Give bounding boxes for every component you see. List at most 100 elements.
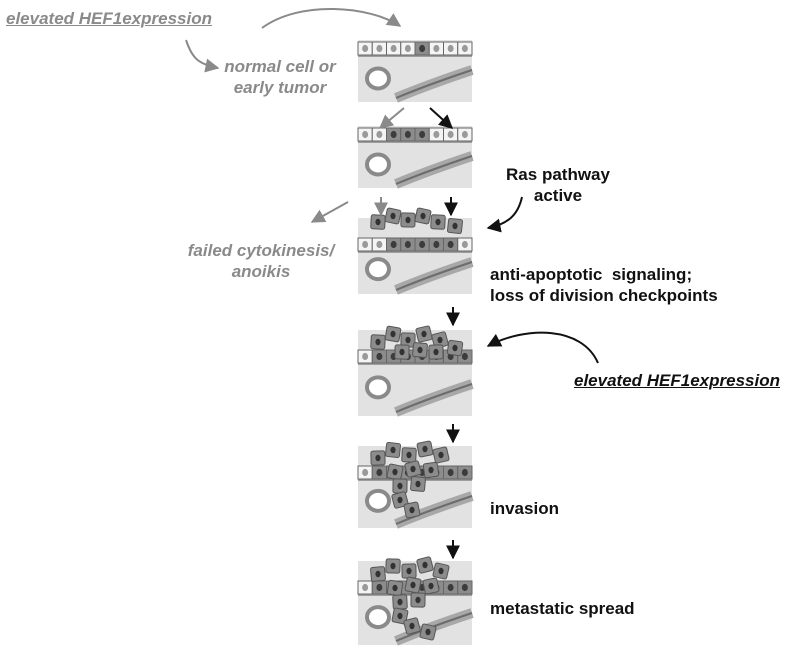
cell-nucleus [390, 212, 396, 220]
cell-nucleus [390, 330, 396, 338]
cell-nucleus [428, 466, 434, 474]
label-hef1-right: elevated HEF1expression [574, 371, 780, 390]
tissue-panel-3 [357, 207, 474, 295]
cell-nucleus [433, 44, 440, 53]
cell-nucleus [375, 570, 381, 578]
cell-nucleus [375, 338, 381, 346]
gland-icon [365, 488, 391, 513]
label-ras-pathway: Ras pathway active [488, 164, 628, 206]
gland-icon [365, 257, 391, 282]
label-ras-line2: active [533, 186, 583, 205]
cell-nucleus [447, 44, 454, 53]
cell-nucleus [375, 218, 381, 226]
cell-nucleus [447, 583, 454, 592]
cell-nucleus [419, 240, 426, 249]
cell-nucleus [397, 598, 403, 606]
cell-nucleus [399, 348, 405, 356]
label-hef1-top: elevated HEF1expression [6, 9, 212, 28]
gland-icon [365, 375, 391, 400]
gland-icon [365, 66, 391, 91]
blood-vessel-lumen [395, 69, 473, 99]
cell-nucleus [376, 468, 383, 477]
cell-nucleus [461, 468, 468, 477]
tissue-panel-6 [357, 556, 474, 646]
cell-nucleus [452, 344, 458, 352]
label-normal-cell-line1: normal cell or [224, 57, 336, 76]
cell-nucleus [438, 567, 444, 575]
cell-nucleus [428, 582, 434, 590]
cell-nucleus [415, 480, 421, 488]
cell-nucleus [362, 240, 369, 249]
arrow-hef1-to-normal-cell [185, 39, 220, 73]
cell-nucleus [405, 216, 411, 224]
cell-nucleus [420, 212, 426, 220]
cell-nucleus [447, 130, 454, 139]
cell-nucleus [376, 583, 383, 592]
cell-nucleus [390, 44, 397, 53]
blood-vessel-lumen [395, 383, 473, 413]
cell-nucleus [421, 330, 427, 338]
cell-nucleus [409, 506, 415, 514]
label-invasion: invasion [490, 499, 559, 518]
cell-nucleus [362, 468, 369, 477]
label-normal-cell-line2: early tumor [233, 78, 327, 97]
cell-nucleus [461, 44, 468, 53]
arrow-failed-cytokinesis [310, 201, 349, 223]
cell-nucleus [376, 44, 383, 53]
cell-nucleus [410, 465, 416, 473]
cell-nucleus [433, 130, 440, 139]
cell-nucleus [390, 446, 396, 454]
label-failed-line2: anoikis [231, 262, 291, 281]
cell-nucleus [404, 44, 411, 53]
cell-nucleus [410, 581, 416, 589]
cell-nucleus [362, 44, 369, 53]
cell-nucleus [425, 628, 431, 636]
cell-nucleus [438, 451, 444, 459]
cell-nucleus [447, 468, 454, 477]
cell-nucleus [437, 336, 443, 344]
tissue-panel-5 [357, 440, 474, 529]
cell-nucleus [392, 468, 398, 476]
cell-nucleus [409, 622, 415, 630]
cell-nucleus [375, 454, 381, 462]
cell-nucleus [376, 240, 383, 249]
blood-vessel-lumen [395, 495, 473, 525]
cell-nucleus [461, 240, 468, 249]
cell-nucleus [397, 482, 403, 490]
cell-nucleus [406, 451, 412, 459]
cell-nucleus [404, 130, 411, 139]
cell-nucleus [392, 584, 398, 592]
label-metastatic-spread: metastatic spread [490, 599, 635, 618]
label-failed-cytokinesis: failed cytokinesis/ anoikis [156, 240, 366, 282]
cell-nucleus [422, 445, 428, 453]
cell-nucleus [433, 240, 440, 249]
cell-nucleus [447, 240, 454, 249]
arrow-hef1-right [486, 331, 599, 364]
cell-nucleus [390, 130, 397, 139]
label-failed-line1: failed cytokinesis/ [187, 241, 335, 260]
cell-nucleus [376, 130, 383, 139]
arrow-panel1-to-failed [378, 107, 405, 129]
tissue-panel-4 [357, 325, 474, 417]
blood-vessel-lumen [395, 261, 473, 291]
label-normal-cell: normal cell or early tumor [210, 56, 350, 98]
cell-nucleus [362, 352, 369, 361]
label-anti-line1: anti-apoptotic signaling; [490, 265, 693, 284]
cell-nucleus [461, 130, 468, 139]
tissue-panels [357, 40, 474, 646]
cell-nucleus [390, 562, 396, 570]
cell-nucleus [417, 346, 423, 354]
arrow-ras-pathway [486, 196, 523, 233]
cell-nucleus [406, 567, 412, 575]
label-ras-line1: Ras pathway [506, 165, 610, 184]
cell-nucleus [397, 496, 403, 504]
tissue-panel-2 [357, 126, 474, 189]
cell-nucleus [452, 222, 458, 230]
label-anti-apoptotic: anti-apoptotic signaling; loss of divisi… [490, 264, 718, 306]
cell-nucleus [362, 130, 369, 139]
gland-icon [365, 152, 391, 177]
cell-nucleus [397, 612, 403, 620]
cell-nucleus [419, 44, 426, 53]
cell-nucleus [461, 583, 468, 592]
